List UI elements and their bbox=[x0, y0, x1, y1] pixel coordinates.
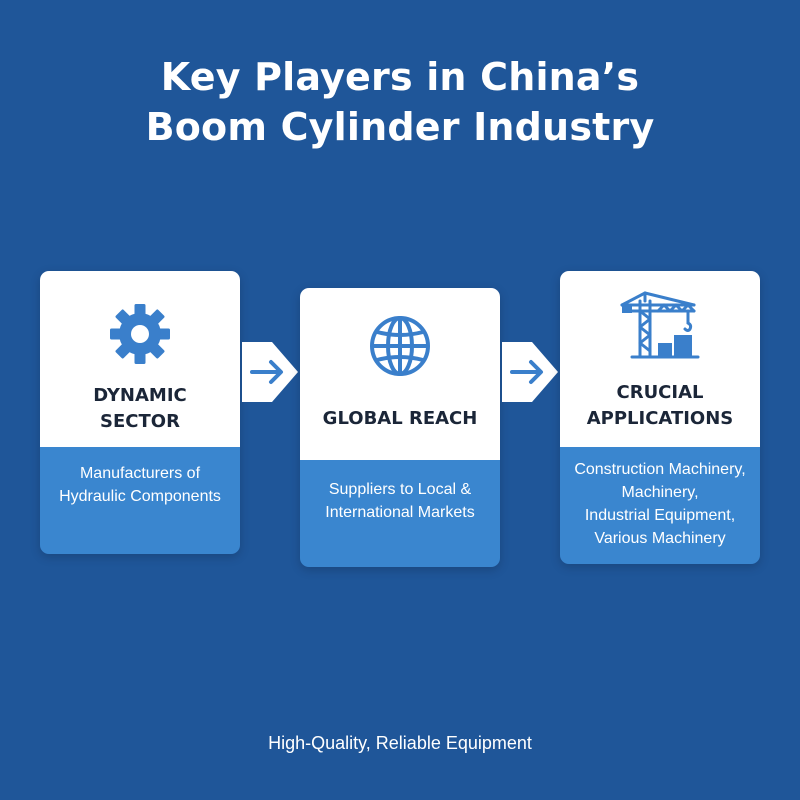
page-title: Key Players in China’s Boom Cylinder Ind… bbox=[0, 52, 800, 152]
card-description: Suppliers to Local & International Marke… bbox=[300, 460, 500, 567]
card-heading-line: GLOBAL REACH bbox=[322, 408, 478, 429]
globe-icon bbox=[370, 316, 430, 376]
card-description-line: Manufacturers of bbox=[79, 465, 201, 482]
card-description: Construction Machinery, Machinery, Indus… bbox=[560, 447, 760, 564]
card-description-line: Construction Machinery, bbox=[574, 461, 746, 478]
card-heading-line: DYNAMIC bbox=[93, 385, 187, 406]
card-description-line: Various Machinery bbox=[594, 530, 726, 547]
card-description-line: Suppliers to Local & bbox=[328, 481, 472, 498]
card-heading-line: APPLICATIONS bbox=[586, 408, 734, 429]
card-heading: CRUCIAL APPLICATIONS bbox=[560, 380, 760, 432]
title-line-1: Key Players in China’s bbox=[160, 55, 640, 99]
card-dynamic-sector: DYNAMIC SECTOR Manufacturers of Hydrauli… bbox=[40, 271, 240, 554]
card-description: Manufacturers of Hydraulic Components bbox=[40, 447, 240, 554]
card-description-line: International Markets bbox=[325, 504, 475, 521]
card-header: CRUCIAL APPLICATIONS bbox=[560, 271, 760, 447]
card-header: DYNAMIC SECTOR bbox=[40, 271, 240, 447]
card-heading-line: SECTOR bbox=[100, 411, 180, 432]
card-description-line: Machinery, bbox=[621, 484, 699, 501]
card-global-reach: GLOBAL REACH Suppliers to Local & Intern… bbox=[300, 288, 500, 567]
card-description-line: Industrial Equipment, bbox=[584, 507, 736, 524]
card-heading: DYNAMIC SECTOR bbox=[40, 383, 240, 435]
crane-icon bbox=[620, 291, 700, 359]
arrow-right-icon bbox=[242, 342, 298, 402]
title-line-2: Boom Cylinder Industry bbox=[145, 105, 655, 149]
arrow-right-icon bbox=[502, 342, 558, 402]
card-heading-line: CRUCIAL bbox=[616, 382, 704, 403]
footer-tagline: High-Quality, Reliable Equipment bbox=[268, 733, 532, 753]
card-crucial-applications: CRUCIAL APPLICATIONS Construction Machin… bbox=[560, 271, 760, 564]
gear-icon bbox=[110, 304, 170, 364]
card-description-line: Hydraulic Components bbox=[59, 488, 221, 505]
card-heading: GLOBAL REACH bbox=[300, 406, 500, 432]
card-header: GLOBAL REACH bbox=[300, 288, 500, 460]
